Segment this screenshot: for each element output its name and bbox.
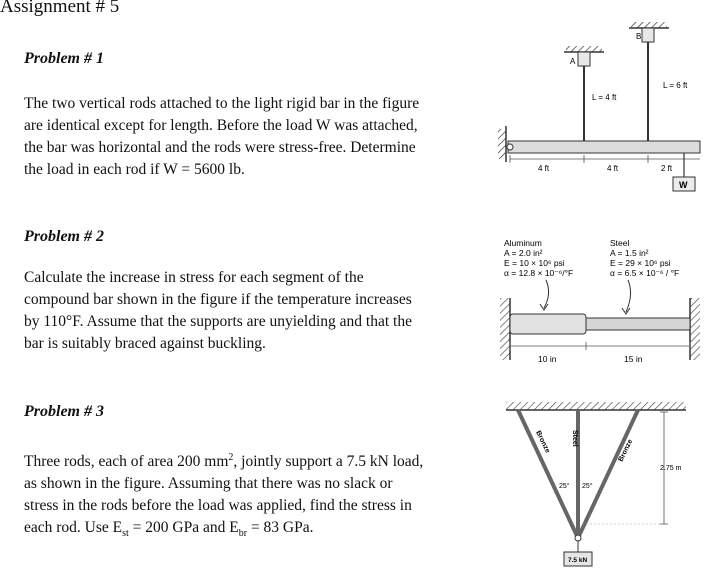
angle-label: 25° [582, 482, 593, 490]
rod-label: Steel [571, 430, 578, 447]
load-block [672, 176, 696, 192]
rod-b-length: L = 6 ft [663, 81, 688, 90]
support-a-block [577, 51, 591, 67]
problem-3-text: Three rods, each of area 200 mm2, jointl… [24, 447, 494, 545]
problem-2-text: Calculate the increase in stress for eac… [24, 267, 482, 355]
pin-joint [506, 143, 514, 151]
aluminum-area: A = 2.0 in² [504, 248, 543, 258]
rod-bronze-left [516, 409, 580, 539]
steel-modulus: E = 29 × 10⁶ psi [610, 258, 671, 268]
problem-3-line: as shown in the figure. Assuming that th… [24, 475, 393, 493]
problem-3-title: Problem # 3 [24, 403, 104, 420]
joint-pin [574, 534, 582, 542]
problem-1-title: Problem # 1 [24, 50, 104, 67]
problem-1-line: the load in each rod if W = 5600 lb. [24, 161, 245, 178]
page-title: Assignment # 5 [0, 0, 120, 17]
problem-2-line: by 110°F. Assume that the supports are u… [24, 313, 412, 330]
problem-3-line: Three rods, each of area 200 mm2, jointl… [24, 452, 424, 471]
problem-1-text: The two vertical rods attached to the li… [24, 93, 494, 181]
support-a-label: A [570, 57, 576, 66]
dim-label: 10 in [538, 354, 557, 364]
steel-alpha: α = 6.5 × 10⁻⁶ / °F [610, 268, 679, 278]
aluminum-modulus: E = 10 × 10⁶ psi [504, 258, 565, 268]
support-a-hatch [566, 46, 602, 52]
aluminum-name: Aluminum [504, 238, 542, 248]
aluminum-alpha: α = 12.8 × 10⁻⁶/°F [504, 268, 573, 278]
problem-1-figure: B A L = 4 ft L = 6 ft 4 ft 4 ft 2 ft W [498, 22, 701, 192]
load-label: 7.5 kN [568, 557, 587, 564]
problem-3-line: each rod. Use Est = 200 GPa and Ebr = 83… [24, 519, 314, 540]
problem-2-line: bar is suitably braced against buckling. [24, 335, 266, 352]
ceiling-hatch [506, 402, 686, 410]
problem-3-line: stress in the rods before the load was a… [24, 497, 412, 515]
dim-label: 4 ft [538, 164, 550, 173]
height-label: 2.75 m [660, 465, 682, 472]
load-label: W [679, 180, 688, 190]
dim-label: 15 in [624, 354, 643, 364]
support-b-block [641, 27, 655, 43]
rod-bronze-right [576, 409, 640, 539]
left-wall [498, 129, 506, 159]
steel-name: Steel [610, 238, 629, 248]
problem-2-line: Calculate the increase in stress for eac… [24, 269, 364, 286]
load-block [563, 551, 593, 567]
aluminum-segment [509, 313, 587, 335]
problem-1-line: the bar was horizontal and the rods were… [24, 139, 416, 156]
dim-label: 4 ft [607, 164, 619, 173]
dim-label: 2 ft [661, 164, 673, 173]
steel-area: A = 1.5 in² [610, 248, 649, 258]
left-support [500, 298, 510, 360]
support-b-hatch [631, 22, 667, 28]
problem-1-line: are identical except for length. Before … [24, 117, 418, 134]
problem-3-figure: Bronze Steel Bronze 25° 25° 2.75 m 7.5 k… [506, 402, 686, 567]
rigid-bar [507, 140, 701, 154]
problem-2-line: compound bar shown in the figure if the … [24, 291, 412, 308]
support-b-label: B [636, 32, 641, 41]
right-support [690, 298, 700, 360]
problem-2-figure: Aluminum A = 2.0 in² E = 10 × 10⁶ psi α … [500, 238, 700, 364]
rod-a-length: L = 4 ft [592, 93, 617, 102]
problem-2-title: Problem # 2 [24, 228, 104, 245]
steel-segment [585, 317, 691, 331]
angle-label: 25° [559, 482, 570, 490]
problem-1-line: The two vertical rods attached to the li… [24, 95, 420, 112]
